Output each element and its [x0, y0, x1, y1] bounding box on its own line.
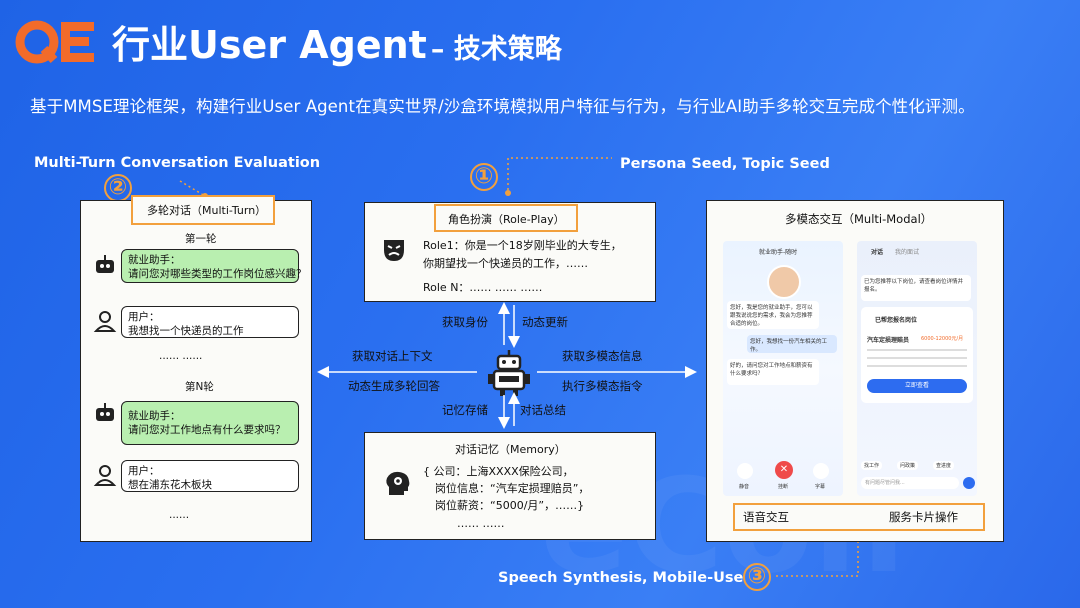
job-salary: 6000-12000元/月 — [921, 335, 963, 342]
title-main: 行业User Agent — [112, 23, 427, 67]
bot-message-2: 就业助手： 请问您对工作地点有什么要求吗？ — [121, 401, 299, 445]
round-1-label: 第一轮 — [185, 231, 217, 246]
phone1-msg-3: 好的，请问您对工作地点和薪资有什么要求吗？ — [727, 359, 819, 385]
callout-3-text: Speech Synthesis, Mobile-Use — [498, 570, 743, 586]
user-message-2: 用户： 想在浦东花木板块 — [121, 460, 299, 492]
chip-find-job[interactable]: 找工作 — [861, 461, 882, 470]
label-dialog-summary: 对话总结 — [520, 402, 566, 418]
phone2-input[interactable]: 有问题尽管问我... — [861, 477, 959, 489]
callout-1-text: Persona Seed, Topic Seed — [620, 156, 830, 172]
bot-2-name: 就业助手： — [128, 409, 292, 423]
multi-modal-title: 多模态交互（Multi-Modal） — [785, 211, 932, 227]
ellipsis-1: ...... ...... — [159, 350, 202, 362]
user-2-text: 想在浦东花木板块 — [128, 478, 292, 492]
role-1-line-2: 你期望找一个快递员的工作，…… — [423, 255, 588, 271]
multi-turn-panel: 多轮对话（Multi-Turn） 第一轮 就业助手： 请问您对哪些类型的工作岗位… — [80, 200, 312, 542]
bot-2-text: 请问您对工作地点有什么要求吗？ — [128, 423, 292, 437]
chip-policy[interactable]: 问政策 — [897, 461, 918, 470]
voice-call-screen: 就业助手-随时 您好，我是您的就业助手，您可以跟我说说您的需求，我会为您推荐合适… — [723, 241, 843, 496]
brain-gear-icon — [383, 469, 413, 499]
bot-message-1: 就业助手： 请问您对哪些类型的工作岗位感兴趣？ — [121, 249, 299, 283]
service-card-label: 服务卡片操作 — [889, 509, 958, 525]
memory-line-3: 岗位薪资：“5000/月”，……} — [435, 497, 584, 513]
user-1-text: 我想找一个快递员的工作 — [128, 324, 292, 338]
role-play-title: 角色扮演（Role-Play） — [448, 211, 565, 227]
memory-line-1: { 公司：上海XXXX保险公司， — [423, 463, 574, 479]
callout-3-number: ③ — [743, 563, 771, 591]
role-1-line-1: Role1：你是一个18岁刚毕业的大专生， — [423, 237, 622, 253]
user-agent-core: Role1：你是一个18岁刚毕业的大专生， 你期望找一个快递员的工作，…… Ro… — [312, 200, 704, 540]
callout-1-number: ① — [470, 163, 498, 191]
user-1-name: 用户： — [128, 310, 292, 324]
page-subtitle: 基于MMSE理论框架，构建行业User Agent在真实世界/沙盒环境模拟用户特… — [30, 93, 975, 117]
page-title: 行业User Agent– 技术策略 — [112, 14, 562, 69]
qe-logo — [14, 16, 98, 68]
mute-button[interactable] — [737, 463, 753, 479]
hangup-button[interactable]: ✕ — [775, 461, 793, 479]
role-play-title-box: 角色扮演（Role-Play） — [434, 204, 578, 232]
mute-label: 静音 — [739, 483, 749, 490]
phone1-header: 就业助手-随时 — [759, 247, 797, 256]
memory-dots: …… …… — [457, 517, 505, 530]
phone1-msg-1: 您好，我是您的就业助手，您可以跟我说说您的需求，我会为您推荐合适的岗位。 — [727, 301, 819, 329]
label-dynamic-update: 动态更新 — [522, 314, 568, 330]
memory-title: 对话记忆（Memory） — [455, 441, 566, 457]
qe-logo-graphic — [14, 16, 98, 68]
callout-2-text: Multi-Turn Conversation Evaluation — [34, 155, 320, 171]
voice-interaction-label: 语音交互 — [743, 509, 789, 525]
view-job-button[interactable]: 立即查看 — [867, 379, 967, 393]
user-icon — [93, 463, 117, 487]
user-icon — [93, 309, 117, 333]
user-agent-robot-icon — [484, 348, 534, 398]
label-exec-multimodal: 执行多模态指令 — [562, 378, 643, 394]
phone2-tab-interview[interactable]: 我的面试 — [895, 247, 919, 256]
memory-box: 对话记忆（Memory） { 公司：上海XXXX保险公司， 岗位信息：“汽车定损… — [364, 432, 656, 540]
hangup-label: 挂断 — [778, 483, 788, 490]
job-name: 汽车定损理赔员 — [867, 335, 909, 344]
callout-2-number: ② — [104, 174, 132, 202]
label-memory-store: 记忆存储 — [442, 402, 488, 418]
label-generate-reply: 动态生成多轮回答 — [348, 378, 440, 394]
round-n-label: 第N轮 — [185, 379, 214, 394]
theater-mask-icon — [381, 237, 407, 263]
title-suffix: – 技术策略 — [431, 34, 562, 65]
multi-turn-title-box: 多轮对话（Multi-Turn） — [131, 195, 275, 225]
phone2-msg-1: 已为您推荐以下岗位，请查看岗位详情并报名。 — [861, 275, 971, 301]
job-details-lines — [867, 349, 967, 351]
multi-modal-action-box: 语音交互 服务卡片操作 — [733, 503, 985, 531]
robot-icon — [93, 401, 117, 425]
label-get-multimodal: 获取多模态信息 — [562, 348, 643, 364]
send-icon[interactable] — [963, 477, 975, 489]
multi-turn-title: 多轮对话（Multi-Turn） — [147, 202, 266, 218]
robot-icon — [93, 253, 117, 277]
role-n-line: Role N：…… …… …… — [423, 279, 542, 295]
job-card-title: 已帮您报名岗位 — [875, 315, 917, 324]
phone2-tab-chat[interactable]: 对话 — [871, 247, 883, 256]
ellipsis-2: ...... — [169, 509, 189, 521]
bot-1-name: 就业助手： — [128, 253, 292, 267]
bot-1-text: 请问您对哪些类型的工作岗位感兴趣？ — [128, 267, 292, 281]
assistant-avatar — [767, 265, 801, 299]
subtitle-button[interactable] — [813, 463, 829, 479]
user-2-name: 用户： — [128, 464, 292, 478]
memory-line-2: 岗位信息：“汽车定损理赔员”， — [435, 480, 589, 496]
multi-modal-panel: 多模态交互（Multi-Modal） 就业助手-随时 您好，我是您的就业助手，您… — [706, 200, 1004, 542]
service-card-screen: 对话 我的面试 已为您推荐以下岗位，请查看岗位详情并报名。 已帮您报名岗位 汽车… — [857, 241, 977, 496]
label-get-context: 获取对话上下文 — [352, 348, 433, 364]
phone1-msg-2: 您好，我想找一份汽车相关的工作。 — [747, 335, 837, 353]
chip-progress[interactable]: 查进度 — [933, 461, 954, 470]
label-get-identity: 获取身份 — [442, 314, 488, 330]
subtitle-label: 字幕 — [815, 483, 825, 490]
user-message-1: 用户： 我想找一个快递员的工作 — [121, 306, 299, 338]
job-card[interactable]: 已帮您报名岗位 汽车定损理赔员 6000-12000元/月 立即查看 — [861, 307, 973, 403]
